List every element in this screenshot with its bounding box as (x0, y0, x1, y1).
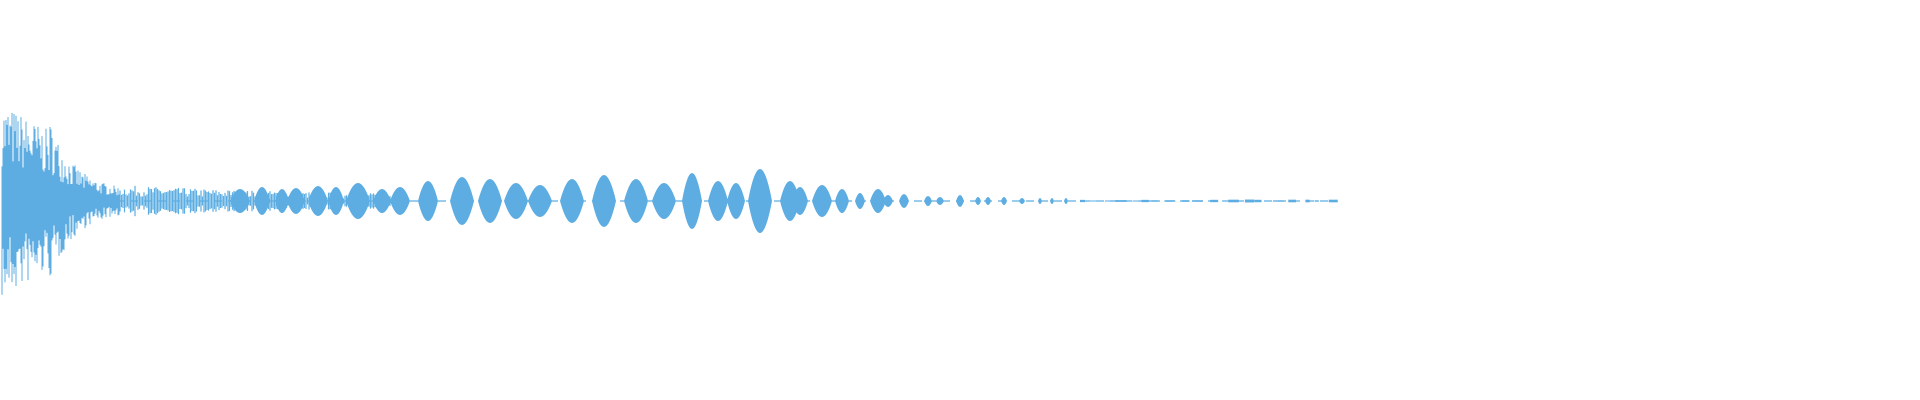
waveform-beat (287, 188, 305, 214)
waveform-beat (985, 197, 991, 205)
waveform-beat (308, 186, 328, 216)
waveform-beat (478, 179, 502, 223)
waveform-beat (1038, 198, 1042, 204)
waveform-beat (748, 169, 772, 233)
waveform-beat (230, 189, 250, 213)
waveform-beat (450, 177, 474, 225)
waveform-beat (812, 185, 832, 217)
waveform-beat (328, 187, 344, 215)
waveform-beat (855, 193, 865, 209)
waveform-beat (727, 183, 745, 219)
waveform-beat (418, 181, 438, 221)
waveform-beat (682, 173, 702, 229)
waveform-beat (390, 187, 410, 215)
waveform-beat (624, 179, 648, 223)
waveform-beat (652, 183, 676, 219)
waveform-beat (780, 181, 800, 221)
waveform-beat (346, 183, 370, 219)
waveform-beat (924, 196, 932, 206)
waveform-beat (504, 183, 528, 219)
waveform-beat (956, 195, 964, 207)
waveform-beat (899, 194, 909, 208)
waveform-beat (835, 189, 849, 213)
waveform-beat (528, 185, 552, 217)
waveform-beat (883, 195, 893, 207)
waveform-beat (1019, 198, 1025, 204)
waveform-beat (708, 181, 728, 221)
waveform-beat (592, 175, 616, 227)
waveform-beat (936, 197, 944, 205)
waveform-beat (560, 179, 584, 223)
waveform-beat (373, 189, 391, 213)
waveform-beat (1050, 198, 1054, 204)
waveform-beat (1001, 197, 1007, 205)
waveform-beat (975, 197, 981, 205)
waveform-beat (1064, 198, 1068, 204)
waveform-beat (792, 187, 808, 215)
waveform-beat (870, 189, 886, 213)
waveform-beat (254, 187, 270, 215)
waveform-beat (275, 189, 289, 213)
